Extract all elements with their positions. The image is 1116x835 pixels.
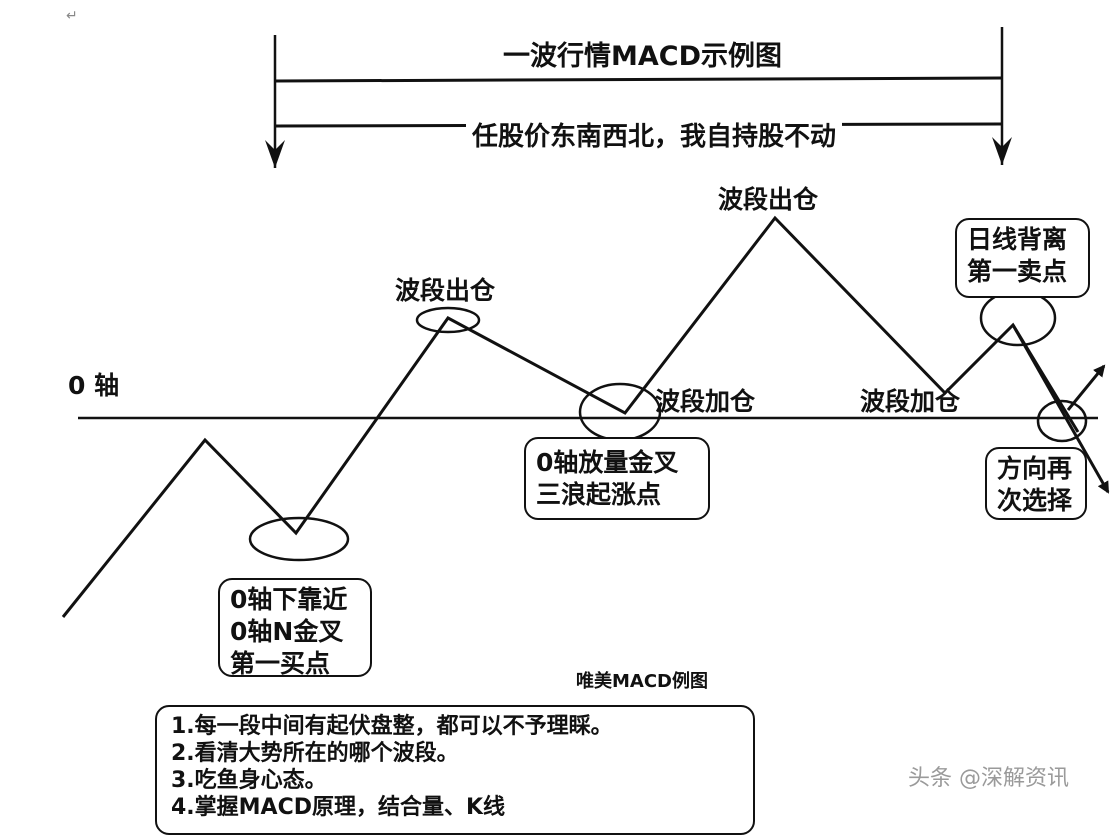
label-second-exit: 波段出仓 (718, 185, 819, 214)
note-item: 2.看清大势所在的哪个波段。 (171, 741, 459, 766)
macd-wave-line (61, 215, 1080, 618)
diagram-caption: 唯美MACD例图 (576, 671, 708, 692)
box-first-buy: 0轴下靠近 0轴N金叉 第一买点 (218, 578, 372, 678)
box-first-buy-line: 0轴下靠近 (230, 585, 348, 614)
circle-daily-divergence (979, 289, 1057, 347)
bracket-right-arrowhead (992, 137, 1012, 165)
diagram-subtitle: 任股价东南西北，我自持股不动 (466, 116, 843, 153)
box-zero-cross-line: 三浪起涨点 (536, 480, 662, 509)
label-first-exit: 波段出仓 (395, 276, 496, 305)
zero-axis-label: 0 轴 (68, 371, 120, 400)
box-zero-cross-line: 0轴放量金叉 (536, 448, 679, 477)
label-first-add: 波段加仓 (655, 387, 756, 416)
return-mark: ↵ (66, 8, 78, 24)
box-direction-line: 方向再 (997, 454, 1073, 483)
box-daily-divergence-line: 日线背离 (967, 225, 1068, 254)
note-item: 4.掌握MACD原理，结合量、K线 (171, 795, 506, 820)
box-zero-cross: 0轴放量金叉 三浪起涨点 (524, 437, 710, 520)
bracket-left-arrowhead (265, 140, 285, 168)
box-direction: 方向再 次选择 (985, 447, 1087, 520)
label-second-add: 波段加仓 (860, 387, 961, 416)
box-direction-line: 次选择 (997, 486, 1073, 515)
circle-first-buy (248, 516, 350, 562)
circle-direction (1036, 399, 1088, 443)
direction-arrow-down (1011, 324, 1110, 494)
box-first-buy-line: 第一买点 (230, 649, 331, 678)
circle-first-exit (415, 306, 481, 334)
diagram-title: 一波行情MACD示例图 (503, 41, 782, 72)
box-daily-divergence-line: 第一卖点 (967, 257, 1068, 286)
watermark: 头条 @深解资讯 (908, 766, 1069, 791)
note-item: 3.吃鱼身心态。 (171, 768, 327, 793)
box-daily-divergence: 日线背离 第一卖点 (955, 218, 1090, 298)
note-item: 1.每一段中间有起伏盘整，都可以不予理睬。 (171, 714, 613, 739)
bracket-top-line (274, 76, 1003, 83)
box-first-buy-line: 0轴N金叉 (230, 617, 344, 646)
